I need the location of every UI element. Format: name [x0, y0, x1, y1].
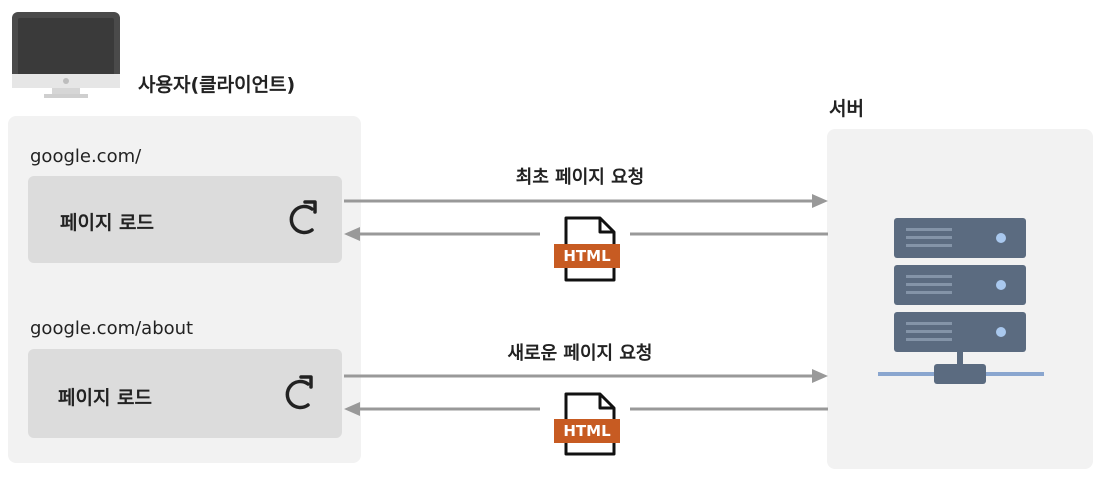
- page-load-card[interactable]: 페이지 로드: [28, 176, 342, 263]
- client-title: 사용자(클라이언트): [138, 74, 296, 96]
- page-load-label: 페이지 로드: [58, 387, 153, 409]
- request-label: 새로운 페이지 요청: [507, 343, 653, 364]
- tab-url: google.com/: [30, 146, 142, 167]
- html-badge: HTML: [554, 244, 620, 268]
- page-load-label: 페이지 로드: [60, 212, 155, 234]
- html-document-icon: HTML: [540, 214, 630, 284]
- reload-icon[interactable]: [28, 349, 342, 438]
- tab-url: google.com/about: [30, 318, 194, 339]
- server-title: 서버: [829, 98, 864, 120]
- request-arrow: [344, 194, 828, 208]
- request-arrow: [344, 369, 828, 383]
- html-document-icon: HTML: [540, 390, 630, 460]
- page-load-card[interactable]: 페이지 로드: [28, 349, 342, 438]
- request-label: 최초 페이지 요청: [515, 167, 645, 188]
- reload-icon[interactable]: [28, 176, 342, 263]
- html-badge: HTML: [554, 419, 620, 443]
